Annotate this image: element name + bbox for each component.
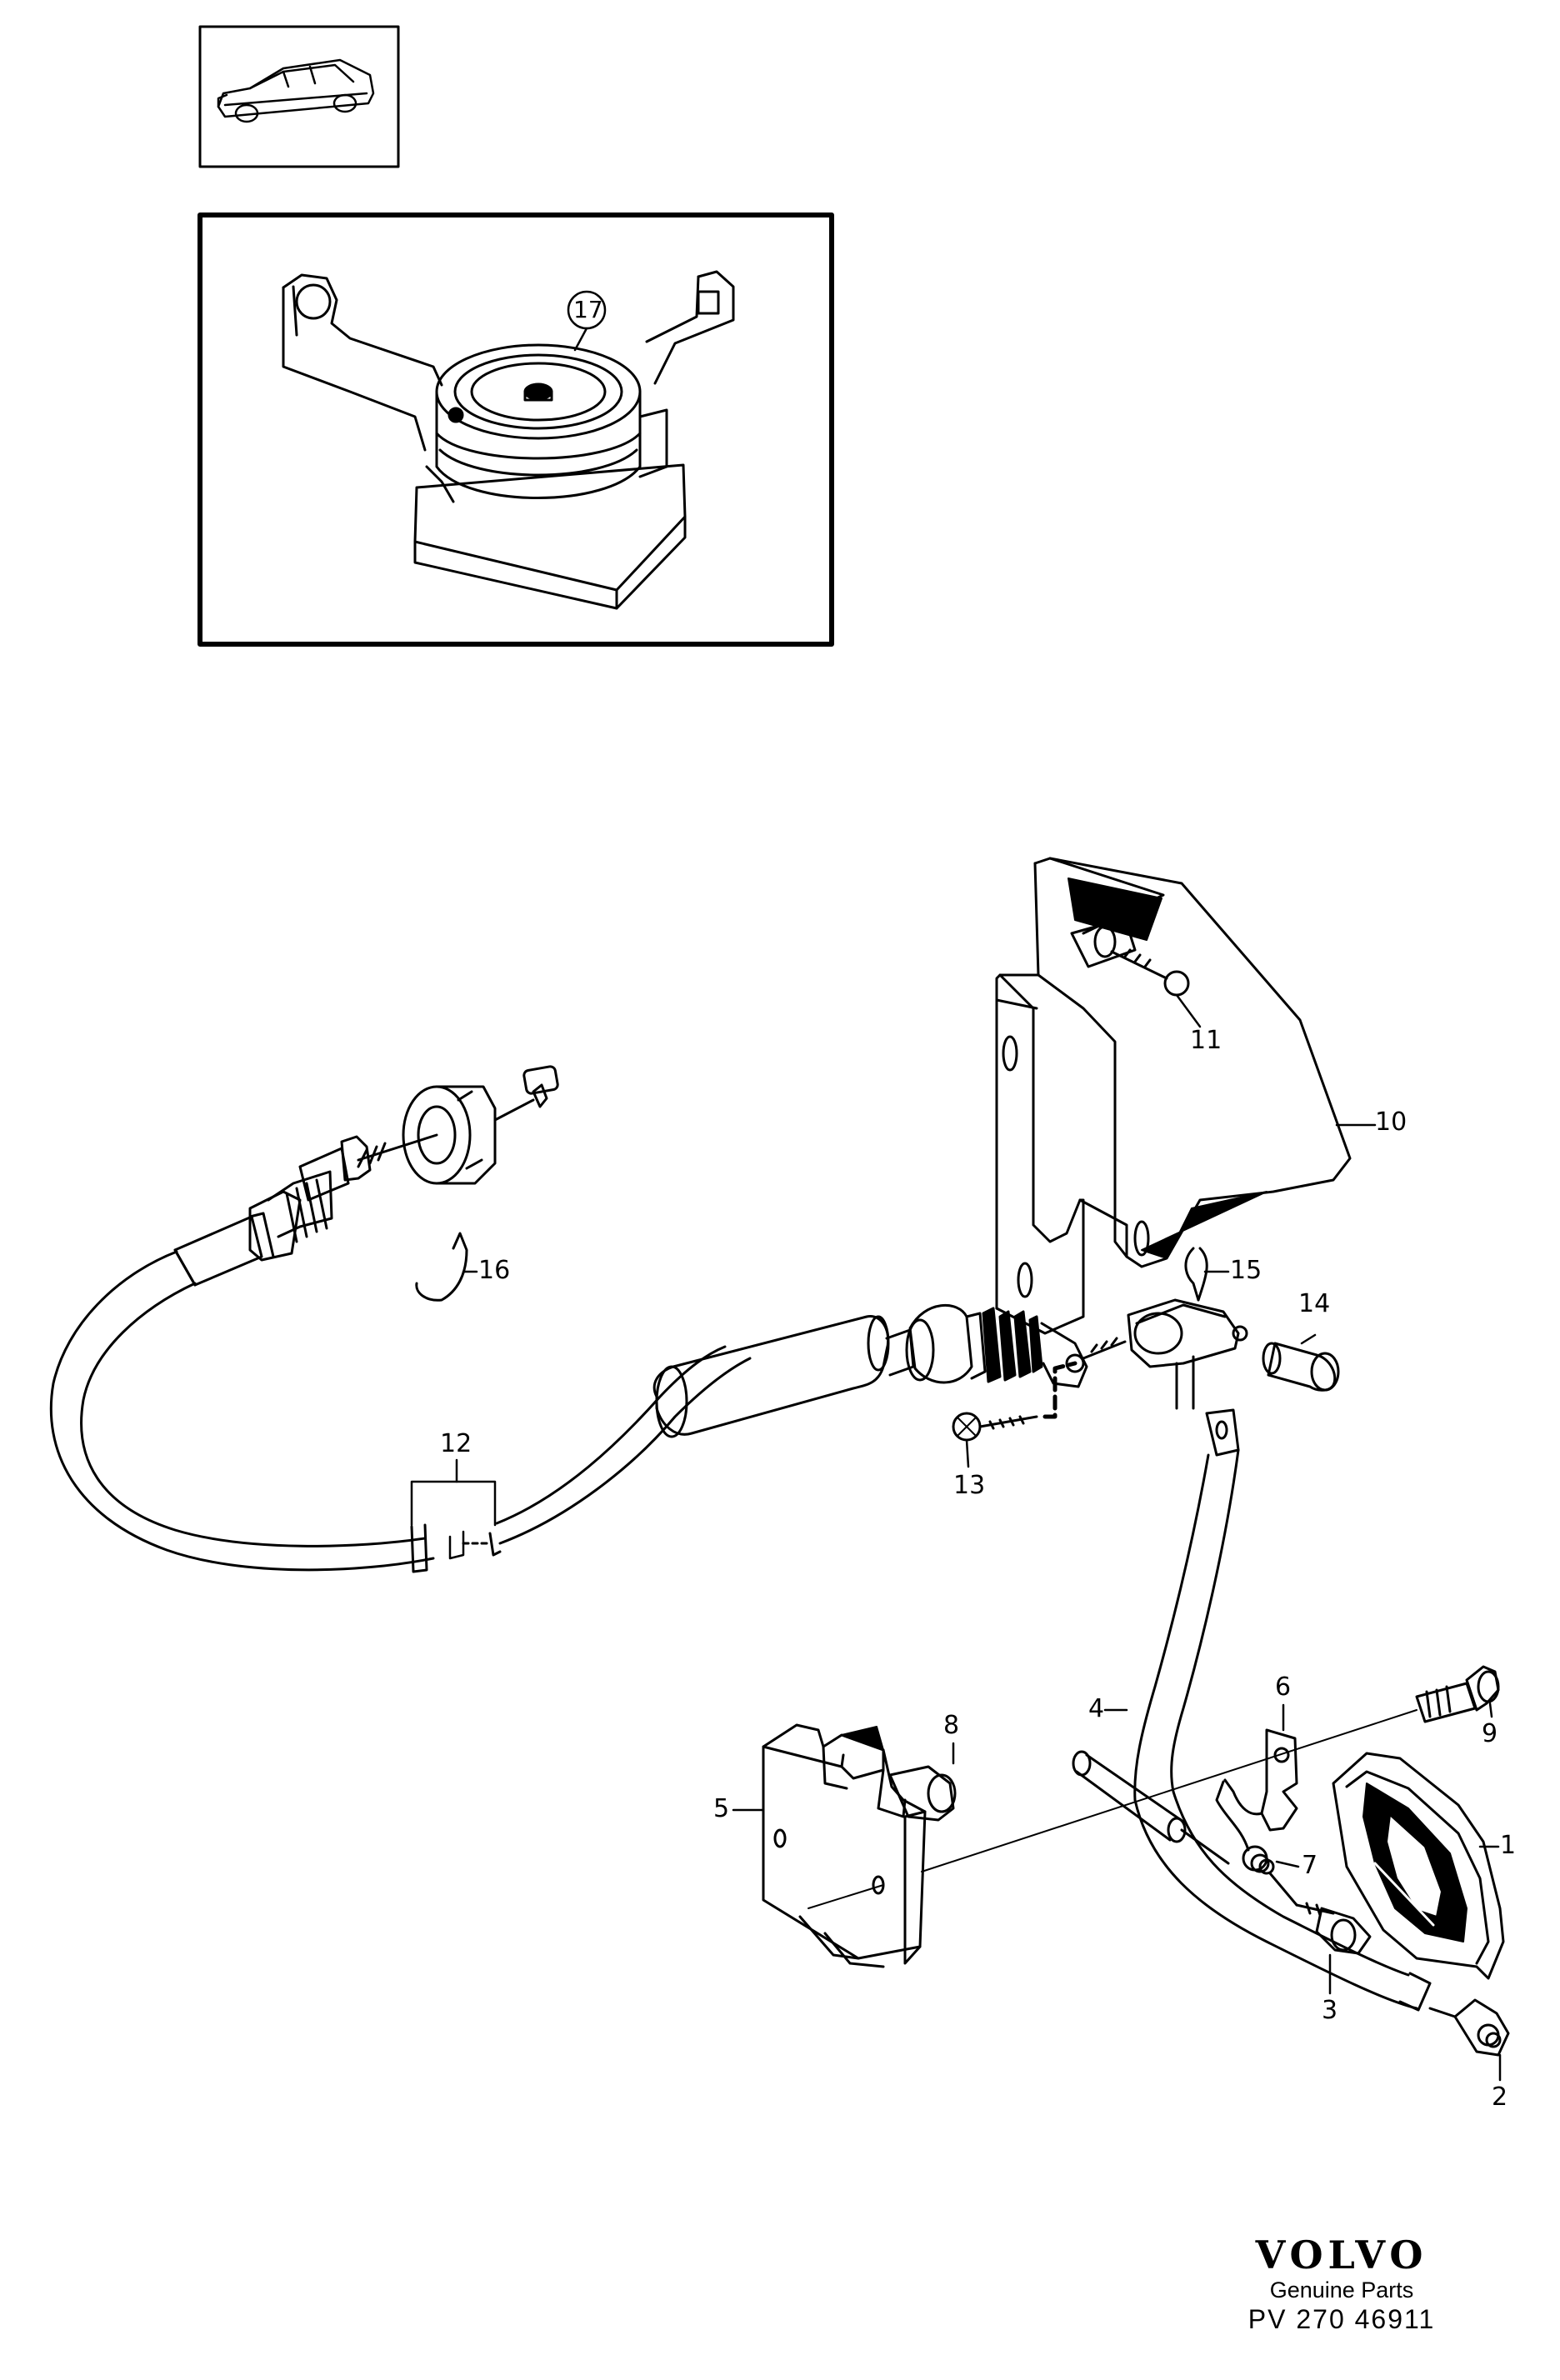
part-10-bracket <box>995 857 1377 1335</box>
brand-logo: VOLVO <box>1255 2232 1428 2278</box>
inset-box <box>198 212 834 647</box>
callout-7: 7 <box>1302 1851 1318 1880</box>
part-6-bracket <box>1223 1703 1298 1832</box>
part-14-pin <box>1262 1333 1340 1392</box>
callout-12: 12 <box>440 1429 472 1458</box>
part-number-code: PV 270 46911 <box>1248 2304 1436 2334</box>
callout-13: 13 <box>953 1471 986 1500</box>
cable-boot <box>652 1315 890 1438</box>
part-9-bolt <box>1415 1665 1500 1723</box>
callout-1: 1 <box>1500 1831 1517 1860</box>
callout-2: 2 <box>1492 2082 1508 2112</box>
part-3-bushing <box>1315 1907 1372 1995</box>
part-8-bushing <box>888 1742 957 1822</box>
clevis <box>1127 1298 1248 1410</box>
part-15-split-pin <box>1184 1247 1230 1302</box>
cable-sheath <box>49 1250 752 1573</box>
callout-4: 4 <box>1088 1694 1105 1723</box>
part-16-clip <box>415 1232 478 1302</box>
part-2-spring <box>1428 1998 1510 2082</box>
cable-lower-end <box>885 1303 1127 1388</box>
pedal-cable-anchor <box>1295 1902 1335 1917</box>
brand-block: VOLVO Genuine Parts PV 270 46911 <box>1208 2233 1475 2335</box>
cable-upper-end <box>357 1065 559 1185</box>
pivot-shaft <box>1072 1750 1230 1865</box>
part-5-housing <box>732 1723 927 1968</box>
ignition-pulley-assembly <box>282 270 735 610</box>
callout-14: 14 <box>1298 1289 1331 1318</box>
callout-16: 16 <box>478 1256 511 1285</box>
part-13-screw <box>952 1361 1078 1468</box>
car-thumbnail <box>198 25 400 168</box>
car-sedan-icon <box>217 58 375 123</box>
cable-adjuster <box>173 1135 372 1287</box>
callout-6: 6 <box>1275 1672 1292 1702</box>
alignment-line <box>808 1709 1418 1909</box>
brand-tagline: Genuine Parts <box>1269 2278 1414 2302</box>
part-1-pedal-pad <box>1332 1752 1505 1980</box>
callout-9: 9 <box>1482 1719 1498 1748</box>
part-7-spring <box>1215 1780 1300 1907</box>
callout-8: 8 <box>943 1711 960 1740</box>
part-12-bracket <box>410 1458 497 1527</box>
callout-10: 10 <box>1375 1108 1408 1137</box>
callout-11: 11 <box>1190 1026 1222 1055</box>
callout-5: 5 <box>713 1794 730 1823</box>
callout-3: 3 <box>1322 1996 1338 2025</box>
callout-17: 17 <box>573 296 603 323</box>
callout-15: 15 <box>1230 1256 1262 1285</box>
part-4-pedal-arm <box>1103 1408 1432 2012</box>
part-11-screw <box>1110 948 1202 1028</box>
